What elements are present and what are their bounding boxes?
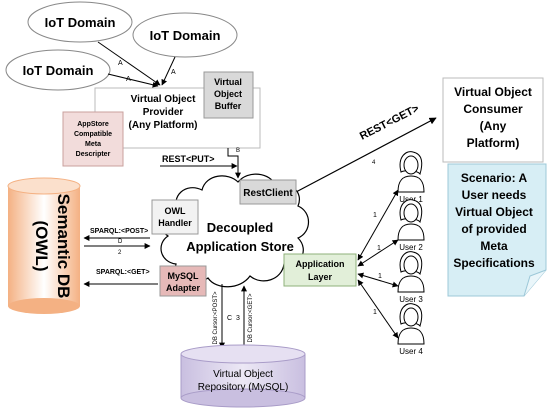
arrow-rest-get [295,117,437,193]
store-title-line-1: Decoupled [207,220,274,235]
consumer-line-2: Consumer [463,102,523,116]
edge-label-1-a: 1 [373,212,377,219]
edge-label-1-c: 1 [378,273,382,280]
edge-label-a-1: A [118,60,123,67]
edge-label-sparql-get: SPARQL:<GET> [96,269,150,276]
edge-label-2: 2 [118,250,122,256]
user-head-icon [403,155,419,175]
user-head-icon [403,203,419,223]
user-head-icon [403,307,419,327]
arrow-a-3 [107,73,159,88]
edge-label-d: D [118,239,123,245]
app-layer-line-1: Application [296,259,345,269]
user-body-icon [397,327,425,345]
appstore-line-4: Descripter [76,151,111,158]
user-body-icon [397,275,425,293]
arrow-user-2 [357,239,399,267]
arrow-a-2 [161,56,176,86]
application-layer-box [283,253,357,287]
user-body-icon [397,223,425,241]
scenario-line-2: User needs [462,188,527,202]
consumer-line-1: Virtual Object [454,85,532,99]
owl-handler-line-1: OWL [165,206,186,216]
edge-label-db-get: DB Cursor:<GET> [248,293,254,343]
iot-domain-2-ellipse [132,12,238,58]
semantic-db-line-1: Semantic DB [54,194,73,299]
edge-label-1-d: 1 [373,309,377,316]
arrow-user-4 [357,279,399,339]
repository-line-1: Virtual Object [213,369,273,380]
virtual-object-buffer-box [203,71,254,119]
app-layer-line-2: Layer [308,272,333,282]
edge-label-4: 4 [372,160,376,166]
semantic-db-body [8,186,80,306]
appstore-line-1: AppStore [77,121,109,128]
scenario-line-1: Scenario: A [461,171,528,185]
repository-bottom [180,388,306,408]
arrow-rest-put [227,148,241,179]
edge-label-rest-put: REST<PUT> [162,154,215,164]
appstore-line-2: Compatible [74,131,112,138]
scenario-line-3: Virtual Object [455,205,533,219]
consumer-box [442,77,544,163]
edge-label-sparql-post: SPARQL:<POST> [90,228,148,235]
scenario-note-fold [523,269,547,297]
edge-label-b: B [236,148,240,154]
iot-domain-3-ellipse [5,49,111,91]
consumer-line-4: Platform) [467,136,520,150]
semantic-db-top [7,177,81,195]
iot-domain-1-ellipse [27,1,133,43]
user-label: User 2 [399,243,423,252]
provider-title-line-1: Virtual Object [131,94,197,105]
owl-handler-box [151,199,199,235]
buffer-line-2: Object [214,89,242,99]
consumer-line-3: (Any [480,119,507,133]
scenario-line-6: Specifications [453,256,535,270]
iot-domain-2-label: IoT Domain [150,28,221,43]
owl-handler-line-2: Handler [158,218,192,228]
user-figure: User 4 [397,303,425,356]
user-figure: User 3 [397,251,425,304]
buffer-line-3: Buffer [215,101,242,111]
mysql-adapter-line-2: Adapter [166,283,201,293]
iot-domain-1-label: IoT Domain [45,15,116,30]
user-head-icon [403,255,419,275]
user-body-icon [397,175,425,193]
edge-label-a-3: A [171,69,176,76]
mysql-adapter-line-1: MySQL [167,271,199,281]
appstore-descriptor-box [62,111,124,167]
appstore-line-3: Meta [85,141,101,148]
provider-title-line-2: Provider [143,107,184,118]
iot-domain-3-label: IoT Domain [23,63,94,78]
user-label: User 3 [399,295,423,304]
edge-label-db-post: DB Cursor:<POST> [213,291,219,345]
user-label: User 4 [399,347,423,356]
mysql-adapter-box [159,265,207,297]
scenario-line-5: Meta [480,239,508,253]
repository-top [180,344,306,364]
edge-label-a-2: A [126,76,131,83]
edge-label-rest-get: REST<GET> [358,103,421,143]
rest-client-box [239,179,297,205]
provider-title-line-3: (Any Platform) [129,120,198,131]
user-figure: User 1 [397,151,425,204]
repository-line-2: Repository (MySQL) [198,382,289,393]
edge-label-c: C [227,315,232,322]
arrow-a-1 [97,41,161,86]
semantic-db-line-2: (OWL) [32,221,51,272]
user-figure: User 2 [397,199,425,252]
buffer-line-1: Virtual [214,77,242,87]
edge-label-3: 3 [236,315,240,322]
rest-client-label: RestClient [243,188,293,199]
scenario-line-4: of provided [461,222,526,236]
store-title-line-2: Application Store [186,239,294,254]
semantic-db-bottom [8,298,80,314]
users-group: User 1 User 2 User 3 User 4 [397,151,425,356]
edge-label-1-b: 1 [377,245,381,252]
